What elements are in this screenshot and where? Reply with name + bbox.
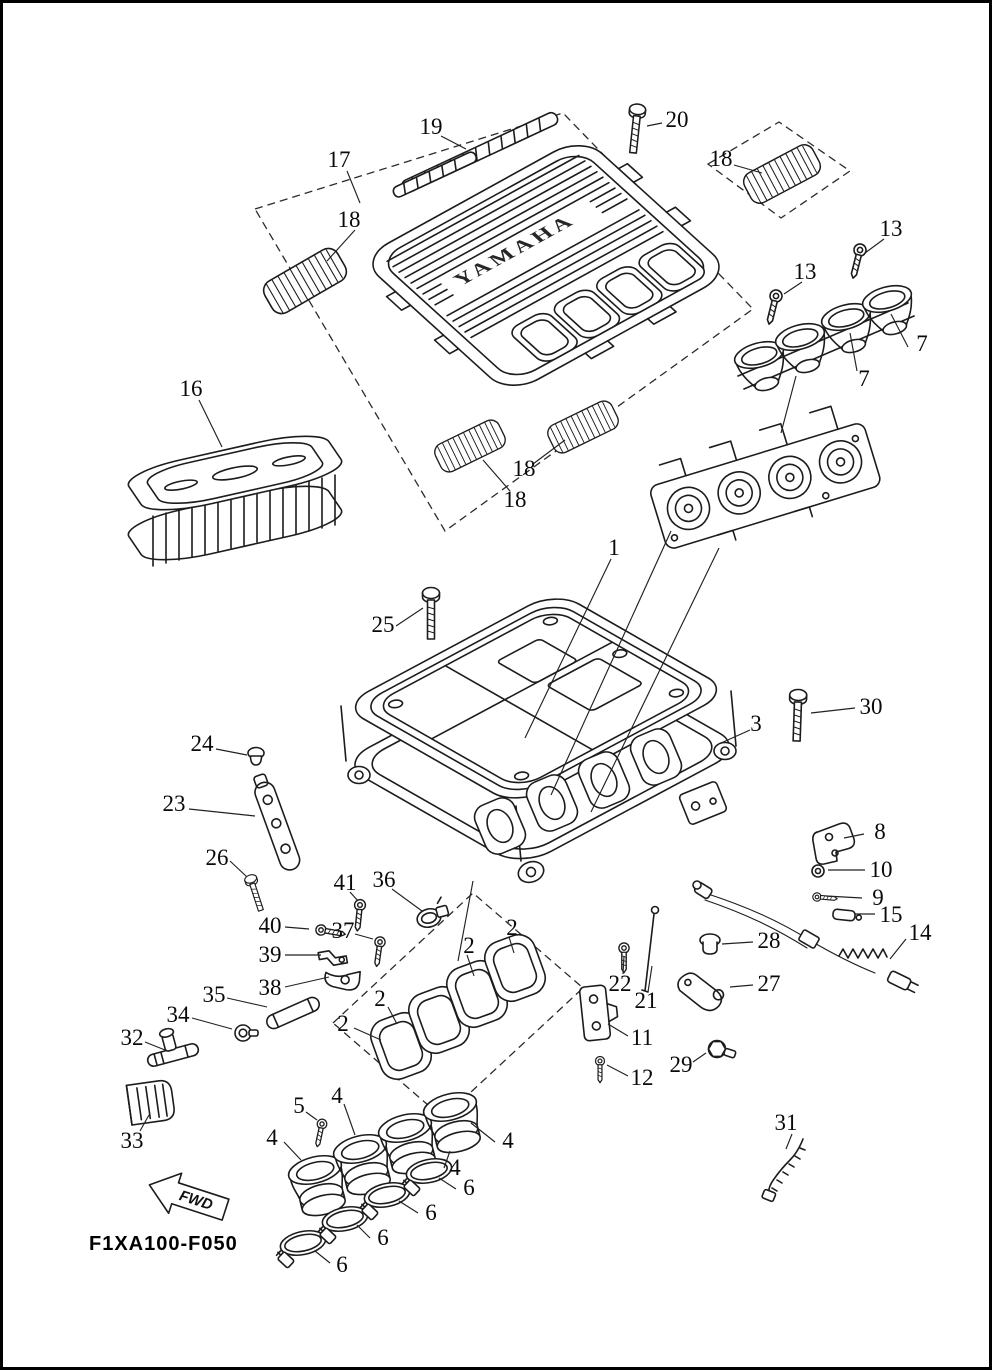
leader-lines — [139, 122, 909, 1264]
part-bolt-20 — [624, 102, 647, 155]
part-bracket-38 — [324, 970, 361, 991]
part-bracket-39 — [317, 949, 349, 967]
diagram-code: F1XA100-F050 — [89, 1233, 238, 1255]
dashed-group-boxes — [254, 112, 852, 1119]
part-cable-tie-31 — [761, 1138, 806, 1203]
part-screw-5 — [311, 1117, 329, 1149]
part-air-cleaner-case — [340, 591, 737, 884]
part-damper-28 — [699, 933, 721, 955]
part-engine-cover: YAMAHA — [351, 131, 748, 405]
part-screw-13-a — [846, 241, 869, 281]
part-joint-32 — [146, 1027, 200, 1067]
part-screw-41 — [351, 898, 367, 933]
part-damper-24 — [247, 746, 265, 766]
part-clamp-36 — [416, 896, 450, 929]
part-screw-13-b — [762, 287, 785, 327]
part-clip-34 — [234, 1024, 259, 1042]
part-bracket-8 — [812, 822, 856, 865]
part-rod-21 — [641, 905, 660, 993]
part-screw-9 — [811, 891, 839, 904]
part-lever-27 — [677, 972, 725, 1012]
part-bracket-11 — [578, 984, 619, 1042]
part-bolt-29 — [707, 1039, 737, 1059]
part-nut-10 — [811, 864, 825, 878]
part-screw-37 — [370, 935, 387, 968]
part-throttle-body-assembly — [649, 405, 881, 549]
part-bolt-30 — [787, 688, 808, 743]
part-bolt-25 — [421, 586, 441, 640]
part-cap-33 — [125, 1079, 175, 1126]
part-trim-strip — [392, 111, 559, 198]
part-gasket-set-2 — [365, 929, 551, 1085]
part-bracket-23 — [253, 773, 301, 871]
part-fitting-15 — [832, 908, 863, 922]
part-air-cleaner-element — [120, 429, 350, 567]
part-screw-40 — [314, 923, 347, 940]
part-screw-12 — [594, 1055, 606, 1084]
diagram-artwork: YAMAHA — [120, 102, 922, 1272]
part-bolt-26 — [243, 872, 268, 913]
part-throttle-cable-14 — [692, 880, 919, 994]
part-case-rim-and-gasket-3 — [341, 591, 731, 806]
part-hose-35 — [266, 996, 320, 1030]
part-funnel-set-7 — [730, 280, 922, 398]
fwd-arrow: FWD — [148, 1172, 230, 1221]
